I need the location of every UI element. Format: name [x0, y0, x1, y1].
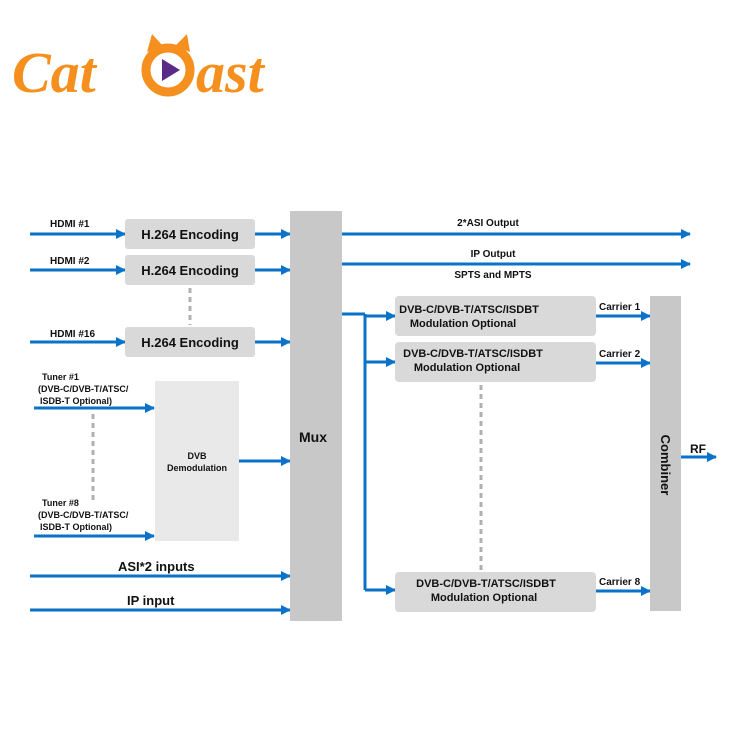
ip-input-label: IP input — [127, 593, 175, 608]
tuner1-label-line1: Tuner #1 — [42, 372, 79, 382]
encoder-box-16 — [125, 327, 255, 357]
encoder-box-1 — [125, 219, 255, 249]
combiner-block — [650, 296, 681, 611]
modulator-2-line1: DVB-C/DVB-T/ATSC/ISDBT — [403, 348, 543, 360]
rf-label: RF — [690, 442, 706, 456]
catcast-logo: Cat ast — [12, 34, 266, 105]
play-icon — [162, 59, 180, 81]
dvb-demod-box — [155, 381, 239, 541]
carrier-2-label: Carrier 2 — [599, 349, 641, 360]
ip-output-label: IP Output — [471, 249, 516, 260]
tuner8-label-line1: Tuner #8 — [42, 498, 79, 508]
encoder-box-2 — [125, 255, 255, 285]
combiner-label: Combiner — [658, 435, 673, 496]
tuner1-label-line3: ISDB-T Optional) — [40, 396, 112, 406]
svg-text:Cat: Cat — [12, 40, 98, 105]
modulator-1-line1: DVB-C/DVB-T/ATSC/ISDBT — [399, 304, 539, 316]
tuner8-label-line3: ISDB-T Optional) — [40, 522, 112, 532]
svg-text:ast: ast — [196, 40, 266, 105]
dvb-demod-label-line1: DVB — [187, 451, 207, 461]
tuner1-label-line2: (DVB-C/DVB-T/ATSC/ — [38, 384, 129, 394]
encoder-label-1: H.264 Encoding — [141, 227, 239, 242]
spts-mpts-label: SPTS and MPTS — [454, 270, 532, 281]
modulator-1-line2: Modulation Optional — [410, 318, 516, 330]
modulator-8-line2: Modulation Optional — [431, 592, 537, 604]
modulator-2-line2: Modulation Optional — [414, 362, 520, 374]
hdmi2-label: HDMI #2 — [50, 256, 90, 267]
modulator-box-8 — [395, 572, 596, 612]
modulator-8-line1: DVB-C/DVB-T/ATSC/ISDBT — [416, 578, 556, 590]
encoder-label-2: H.264 Encoding — [141, 263, 239, 278]
modulator-box-1 — [395, 296, 596, 336]
asi-output-label: 2*ASI Output — [457, 218, 519, 229]
carrier-1-label: Carrier 1 — [599, 302, 641, 313]
carrier-8-label: Carrier 8 — [599, 577, 641, 588]
mux-block — [290, 211, 342, 621]
encoder-label-16: H.264 Encoding — [141, 335, 239, 350]
hdmi16-label: HDMI #16 — [50, 329, 95, 340]
dvb-demod-label-line2: Demodulation — [167, 463, 227, 473]
tuner8-label-line2: (DVB-C/DVB-T/ATSC/ — [38, 510, 129, 520]
cat-head-icon — [141, 34, 195, 97]
hdmi1-label: HDMI #1 — [50, 219, 90, 230]
asi-input-label: ASI*2 inputs — [118, 559, 195, 574]
modulator-box-2 — [395, 342, 596, 382]
mux-label: Mux — [299, 429, 327, 445]
